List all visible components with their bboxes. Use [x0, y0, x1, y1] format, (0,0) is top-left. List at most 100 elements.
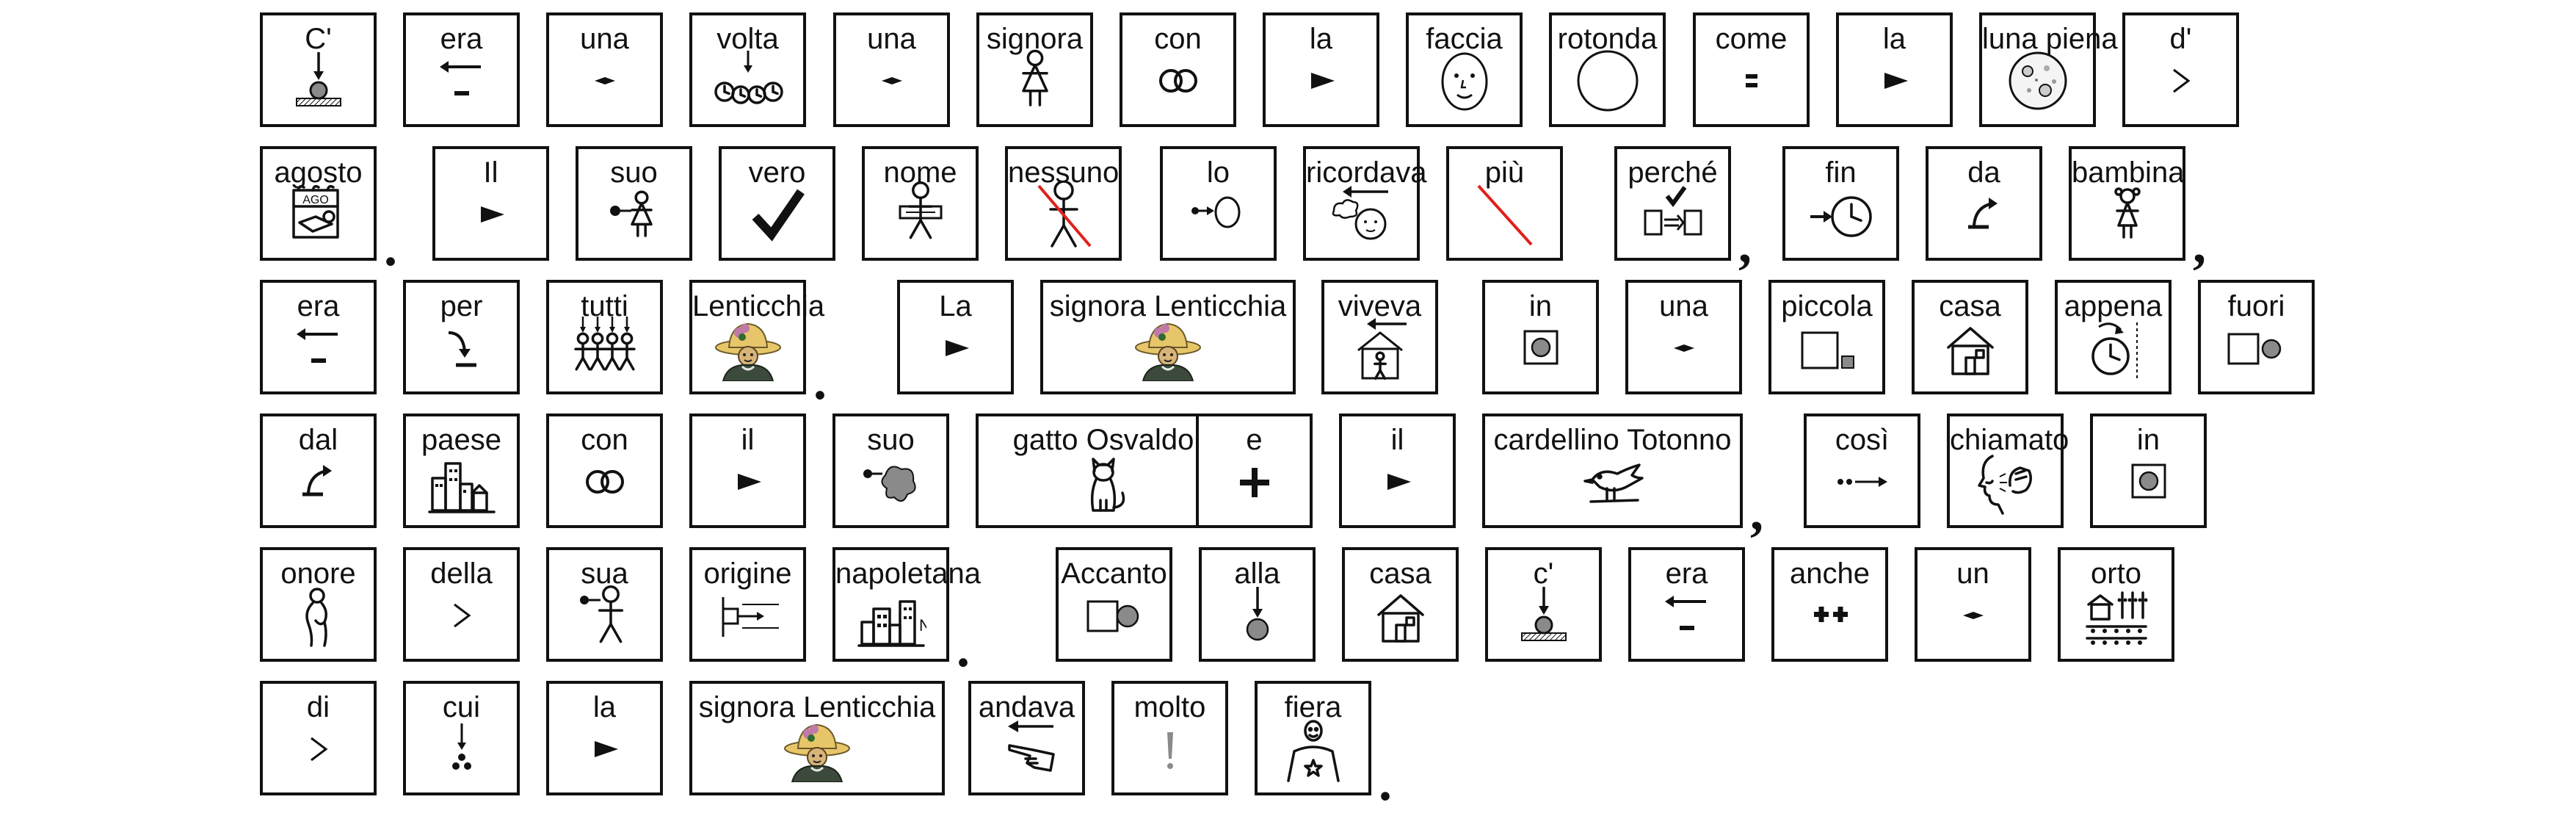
inside-box-icon	[1523, 330, 1558, 365]
symbol-card-label: napoletana	[835, 557, 981, 590]
symbol-card-label: suo	[867, 424, 915, 456]
symbol-card: il	[689, 414, 806, 528]
symbol-card-label: faccia	[1426, 23, 1503, 55]
symbol-card-label: anche	[1790, 557, 1870, 590]
symbol-card: cardellino Totonno	[1482, 414, 1743, 528]
article-triangle-icon	[1884, 73, 1908, 89]
symbol-card: era	[403, 12, 520, 127]
symbol-card-label: molto	[1133, 691, 1206, 723]
just-now-clock-icon	[2091, 322, 2138, 378]
symbol-card-label: ricordava	[1306, 156, 1427, 189]
symbol-card-label: la	[1882, 23, 1906, 55]
symbol-card: in	[1482, 280, 1599, 394]
live-house-icon	[1357, 318, 1407, 380]
symbol-card-label: andava	[978, 691, 1075, 723]
symbol-card: così	[1804, 414, 1920, 528]
symbol-card: alla	[1199, 547, 1316, 662]
symbol-card: luna piena	[1979, 12, 2118, 127]
symbol-card-label: fiera	[1284, 691, 1342, 723]
symbol-card: anche	[1771, 547, 1888, 662]
symbol-card: signora Lenticchia	[1040, 280, 1296, 394]
remember-icon	[1332, 186, 1388, 240]
symbol-card: bambina	[2069, 146, 2185, 261]
symbol-card-label: orto	[2091, 557, 2141, 590]
calendar-august-icon: AGO	[291, 184, 339, 239]
nobody-icon	[1037, 181, 1092, 248]
article-triangle-icon	[1310, 73, 1335, 89]
article-triangle-icon	[480, 206, 504, 223]
comma-mark: ,	[2193, 215, 2206, 274]
symbol-card-label: piccola	[1781, 290, 1873, 322]
lady-hat-icon	[714, 322, 781, 381]
very-exclaim-icon	[1167, 732, 1173, 769]
past-tense-icon	[439, 61, 481, 95]
proud-icon	[1286, 720, 1340, 782]
article-triangle-icon	[1387, 474, 1411, 490]
symbol-card-label: come	[1715, 23, 1788, 55]
symbol-card-label: in	[2136, 424, 2160, 456]
rings-icon	[1158, 69, 1197, 93]
symbol-card: La	[897, 280, 1014, 394]
name-person-icon	[899, 181, 942, 239]
comma-mark: ,	[1738, 215, 1752, 274]
full-moon-icon	[2009, 51, 2067, 110]
exist-icon	[1520, 587, 1567, 641]
garden-icon	[2085, 591, 2147, 645]
cat-icon	[1090, 458, 1125, 512]
everyone-icon	[573, 317, 636, 371]
house-icon	[1376, 594, 1424, 643]
symbol-card-label: da	[1967, 156, 2000, 189]
symbol-card-label: bambina	[2072, 156, 2185, 189]
lady-hat-icon	[1135, 322, 1201, 381]
symbol-card: la	[1263, 12, 1379, 127]
symbol-card: e	[1196, 414, 1313, 528]
symbol-card-label: signora Lenticchia	[1049, 290, 1287, 322]
outside-icon	[2227, 333, 2281, 365]
symbol-card-label: dal	[298, 424, 338, 456]
symbol-card: orto	[2058, 547, 2174, 662]
symbol-card: paese	[403, 414, 520, 528]
symbol-card: Il	[432, 146, 549, 261]
negation-slash-icon	[1477, 184, 1532, 246]
symbol-card: viveva	[1321, 280, 1438, 394]
symbol-card: nome	[862, 146, 979, 261]
symbol-card: un	[1915, 547, 2031, 662]
symbol-card: di	[260, 681, 377, 795]
greater-than-icon	[2172, 68, 2190, 93]
symbol-card-label: casa	[1369, 557, 1432, 590]
symbol-card-label: cardellino Totonno	[1493, 424, 1732, 456]
girl-icon	[2114, 187, 2141, 239]
symbol-card: fiera	[1255, 681, 1371, 795]
symbol-card-label: di	[306, 691, 330, 723]
symbol-card-label: La	[939, 290, 972, 322]
symbol-card: una	[833, 12, 950, 127]
symbol-card: una	[1625, 280, 1742, 394]
woman-icon	[1021, 49, 1048, 106]
symbol-card-label: era	[297, 290, 340, 322]
exist-icon	[295, 52, 341, 106]
rings-icon	[585, 470, 624, 494]
symbol-card: andava	[968, 681, 1085, 795]
symbol-card: Accanto	[1056, 547, 1172, 662]
symbol-card-label: con	[1154, 23, 1202, 55]
for-arrow-icon	[448, 331, 476, 367]
symbol-card: rotonda	[1549, 12, 1666, 127]
symbol-card: molto	[1111, 681, 1228, 795]
checkmark-icon	[752, 189, 805, 242]
symbol-card-label: una	[867, 23, 916, 55]
symbol-card: lo	[1160, 146, 1277, 261]
symbol-card: dal	[260, 414, 377, 528]
comma-mark: ,	[1750, 483, 1763, 541]
symbol-card: della	[403, 547, 520, 662]
article-triangle-icon	[737, 474, 761, 490]
clock-once-icon	[714, 51, 783, 104]
symbol-card: più	[1446, 146, 1563, 261]
symbol-card-label: il	[741, 424, 755, 456]
house-icon	[1946, 327, 1994, 375]
symbol-card: con	[546, 414, 663, 528]
symbol-card-label: appena	[2064, 290, 2163, 322]
symbol-card: fin	[1782, 146, 1899, 261]
